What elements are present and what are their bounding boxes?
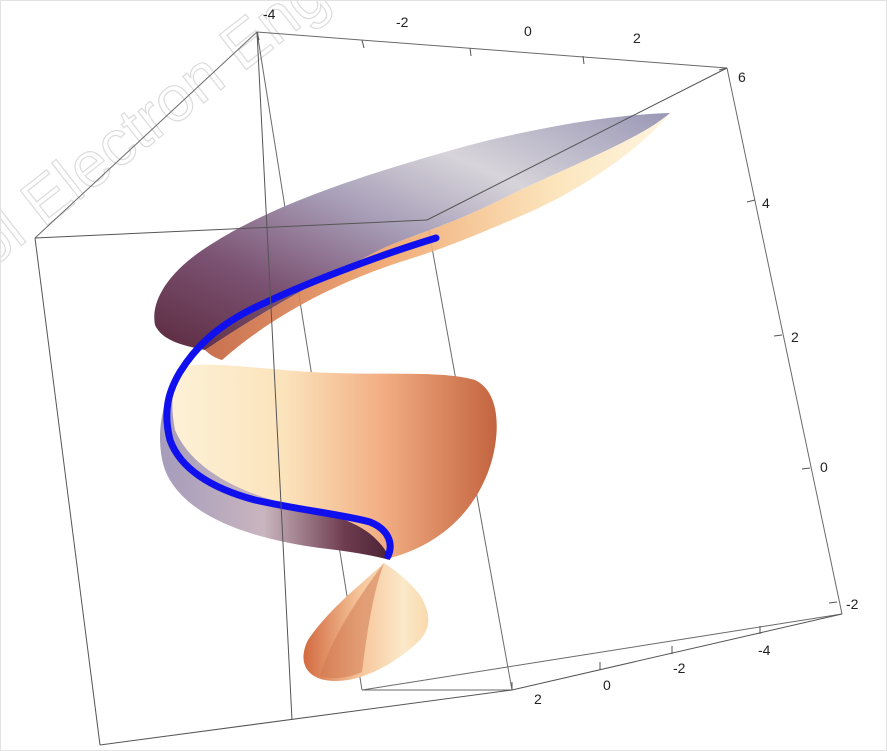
box-edge-front-top	[34, 219, 428, 239]
box-edge-back-top	[256, 31, 728, 69]
tick-label-right-2: 2	[791, 329, 799, 345]
box-edge-front-top-right	[426, 67, 728, 221]
tick-label-top-2: 0	[524, 23, 532, 39]
tick-label-bottom-3: -4	[758, 642, 771, 658]
curve-line	[163, 234, 440, 560]
surface-cone	[303, 563, 429, 682]
tick-label-right-3: 0	[820, 459, 828, 475]
surface-cone-shade	[320, 563, 384, 679]
box-edge-front-bottom-left	[99, 689, 513, 746]
box-edge-front-bottom-right	[511, 613, 843, 691]
tick-label-right-4: -2	[846, 596, 859, 612]
tick-label-top-0: -4	[263, 6, 276, 22]
box-edge-back-to-front-top	[34, 31, 258, 239]
box-front-edges	[34, 31, 843, 746]
box-edge-left-back-vert	[256, 31, 293, 721]
box-edge-back-right-bottom	[726, 67, 843, 615]
tick-marks	[256, 31, 838, 690]
bottom-edge-tick-labels: 2 0 -2 -4	[534, 642, 771, 707]
box-edge-back-left-vert	[256, 31, 363, 691]
right-edge-tick-labels: 6 4 2 0 -2	[738, 69, 859, 612]
surface-middle-front	[172, 364, 497, 558]
tick-label-right-1: 4	[762, 195, 770, 211]
tick-label-top-3: 2	[633, 30, 641, 46]
box-edge-front-left	[34, 237, 101, 746]
top-edge-tick-labels: -4 -2 0 2	[263, 6, 641, 46]
box-edge-back-bottom	[361, 613, 843, 691]
tick-label-bottom-2: -2	[673, 660, 686, 676]
tick-label-bottom-0: 2	[534, 691, 542, 707]
tick-label-top-1: -2	[396, 14, 409, 30]
tick-label-right-0: 6	[738, 69, 746, 85]
tick-label-bottom-1: 0	[603, 677, 611, 693]
